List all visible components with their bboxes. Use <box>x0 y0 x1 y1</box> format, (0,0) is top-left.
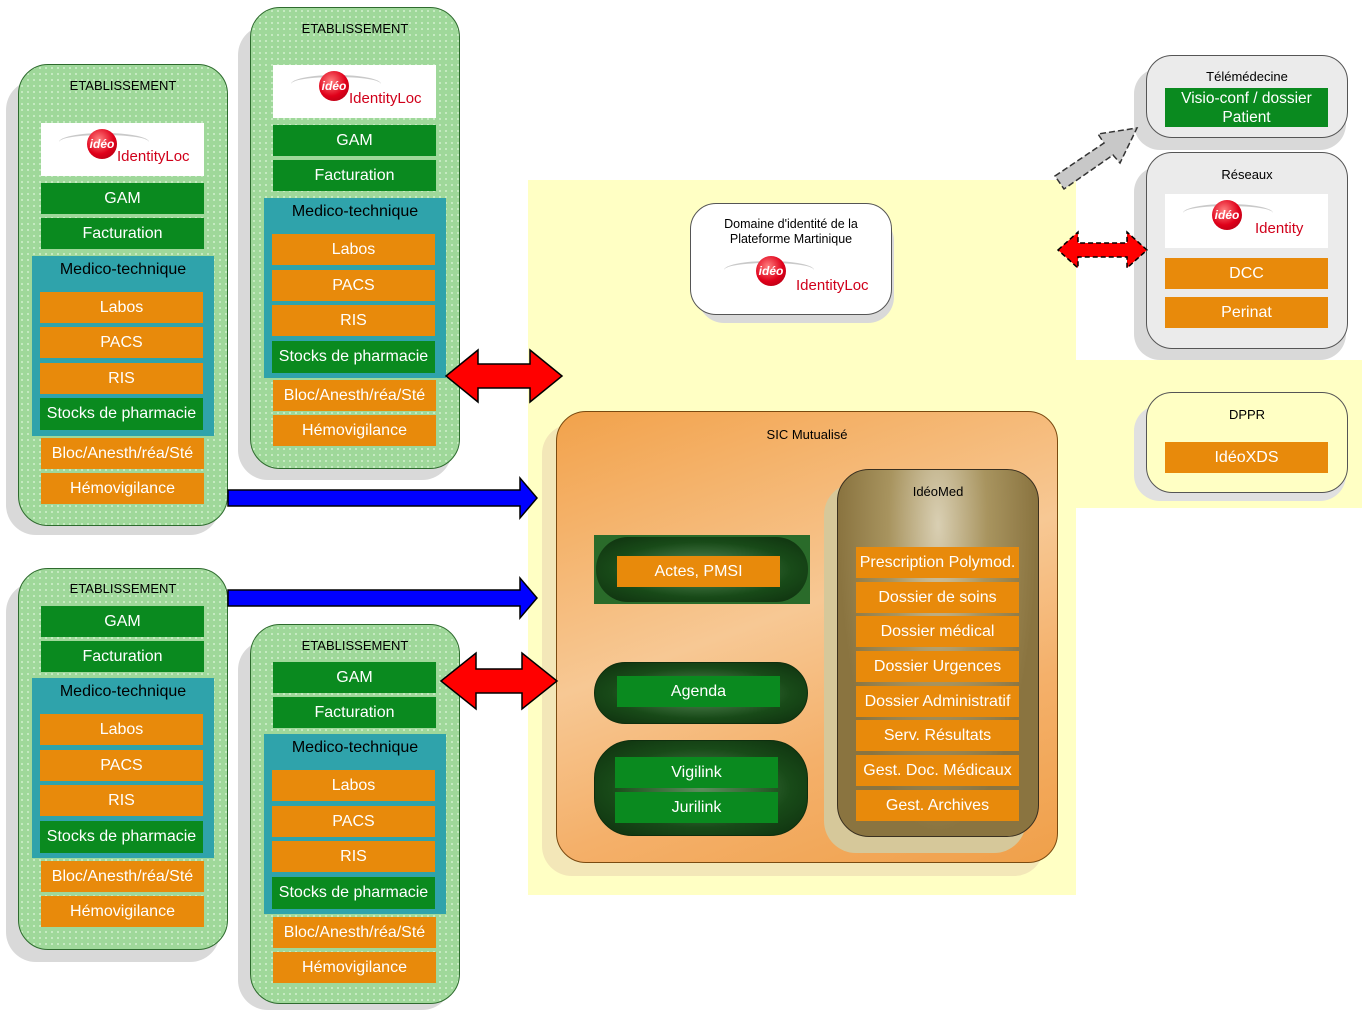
establishment-b-logo-text: IdentityLoc <box>349 90 422 107</box>
ideo-logo-icon: idéo <box>87 129 117 159</box>
establishment-a-pacs: PACS <box>40 327 203 358</box>
establishment-b-hemo: Hémovigilance <box>273 415 436 446</box>
establishment-d-ris: RIS <box>272 841 435 872</box>
ideo-logo-icon: idéo <box>1212 200 1242 230</box>
ideomed-item: Serv. Résultats <box>856 720 1019 751</box>
dppr-item: IdéoXDS <box>1165 442 1328 473</box>
grey-arrow-telemedecine <box>1053 127 1139 191</box>
blue-arrow-a <box>227 475 538 521</box>
establishment-d-facturation: Facturation <box>273 697 436 728</box>
sic-vigilink: Vigilink <box>615 757 778 788</box>
ideomed-item: Gest. Doc. Médicaux <box>856 755 1019 786</box>
telemedecine-item: Visio-conf / dossier Patient <box>1165 88 1328 127</box>
establishment-d-labos: Labos <box>272 770 435 801</box>
establishment-a-hemo: Hémovigilance <box>41 473 204 504</box>
establishment-c-facturation: Facturation <box>41 641 204 672</box>
ideomed-item: Dossier Urgences <box>856 651 1019 682</box>
establishment-a-ris: RIS <box>40 363 203 394</box>
establishment-d-bloc: Bloc/Anesth/réa/Sté <box>273 917 436 948</box>
establishment-a-labos: Labos <box>40 292 203 323</box>
ideo-logo-icon: idéo <box>756 256 786 286</box>
establishment-b-ris: RIS <box>272 305 435 336</box>
establishment-d-stocks: Stocks de pharmacie <box>272 877 435 909</box>
establishment-d-hemo: Hémovigilance <box>273 952 436 983</box>
establishment-d-title: ETABLISSEMENT <box>301 638 409 653</box>
reseaux-logo: idéo Identity <box>1165 194 1328 248</box>
establishment-b-logo: idéo IdentityLoc <box>273 65 436 118</box>
establishment-c-hemo: Hémovigilance <box>41 896 204 927</box>
establishment-a-stocks: Stocks de pharmacie <box>40 398 203 430</box>
blue-arrow-c <box>227 575 538 621</box>
ideomed-item: Dossier de soins <box>856 582 1019 613</box>
ideomed-item: Prescription Polymod. <box>856 547 1019 578</box>
establishment-d-gam: GAM <box>273 662 436 693</box>
ideomed-item: Gest. Archives <box>856 790 1019 821</box>
ideo-logo-icon: idéo <box>319 71 349 101</box>
establishment-d-medico-title: Medico-technique <box>291 739 419 756</box>
sic-actes: Actes, PMSI <box>617 556 780 587</box>
red-double-arrow-b <box>444 348 564 404</box>
establishment-b-title: ETABLISSEMENT <box>301 21 409 36</box>
establishment-b-medico-title: Medico-technique <box>291 203 419 220</box>
establishment-a-facturation: Facturation <box>41 218 204 249</box>
establishment-a-title: ETABLISSEMENT <box>69 78 177 93</box>
establishment-a-logo: idéo IdentityLoc <box>41 123 204 176</box>
establishment-b-pacs: PACS <box>272 270 435 301</box>
dppr-title: DPPR <box>1228 407 1266 422</box>
sic-title: SIC Mutualisé <box>766 427 848 442</box>
establishment-c-labos: Labos <box>40 714 203 745</box>
establishment-c-bloc: Bloc/Anesth/réa/Sté <box>41 861 204 892</box>
ideomed-title: IdéoMed <box>912 484 964 499</box>
establishment-c-gam: GAM <box>41 606 204 637</box>
establishment-c-ris: RIS <box>40 785 203 816</box>
identity-domain-logo: idéo IdentityLoc <box>704 251 872 303</box>
reseaux-title: Réseaux <box>1221 167 1273 182</box>
red-double-arrow-d <box>439 651 559 711</box>
establishment-d-pacs: PACS <box>272 806 435 837</box>
telemedecine-title: Télémédecine <box>1206 69 1288 84</box>
identity-domain-logo-text: IdentityLoc <box>796 277 869 294</box>
establishment-c-title: ETABLISSEMENT <box>69 581 177 596</box>
establishment-b-facturation: Facturation <box>273 160 436 191</box>
establishment-b-gam: GAM <box>273 125 436 156</box>
establishment-b-labos: Labos <box>272 234 435 265</box>
red-double-arrow-reseaux <box>1056 230 1149 270</box>
establishment-c-pacs: PACS <box>40 750 203 781</box>
reseaux-perinat: Perinat <box>1165 297 1328 328</box>
establishment-a-logo-text: IdentityLoc <box>117 148 190 165</box>
establishment-b-bloc: Bloc/Anesth/réa/Sté <box>273 380 436 411</box>
ideomed-item: Dossier médical <box>856 616 1019 647</box>
reseaux-logo-text: Identity <box>1255 220 1304 237</box>
establishment-c-medico-title: Medico-technique <box>59 683 187 700</box>
identity-domain-title: Domaine d'identité de la Plateforme Mart… <box>724 217 858 246</box>
establishment-a-gam: GAM <box>41 183 204 214</box>
establishment-a-medico-title: Medico-technique <box>59 261 187 278</box>
sic-agenda: Agenda <box>617 676 780 707</box>
ideomed-item: Dossier Administratif <box>856 686 1019 717</box>
establishment-b-stocks: Stocks de pharmacie <box>272 341 435 373</box>
establishment-c-stocks: Stocks de pharmacie <box>40 821 203 853</box>
establishment-a-bloc: Bloc/Anesth/réa/Sté <box>41 438 204 469</box>
reseaux-dcc: DCC <box>1165 258 1328 289</box>
sic-jurilink: Jurilink <box>615 792 778 823</box>
